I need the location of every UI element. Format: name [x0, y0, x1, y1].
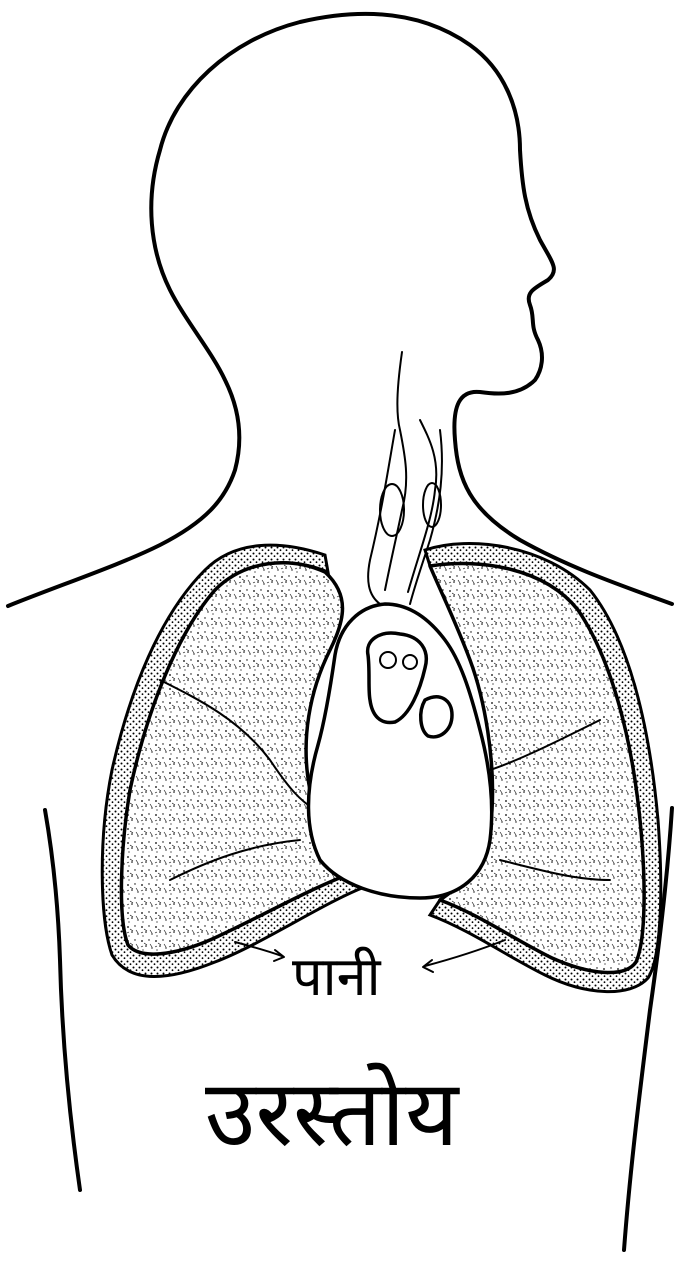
pulmonary-artery — [421, 697, 452, 737]
arrow-right — [425, 940, 505, 966]
label-water: पानी — [292, 945, 382, 1008]
label-title: उरस्तोय — [205, 1060, 460, 1167]
carotid-left — [368, 430, 395, 604]
body-silhouette — [8, 14, 672, 606]
thyroid-left — [380, 484, 404, 536]
body-left-side — [45, 810, 80, 1190]
